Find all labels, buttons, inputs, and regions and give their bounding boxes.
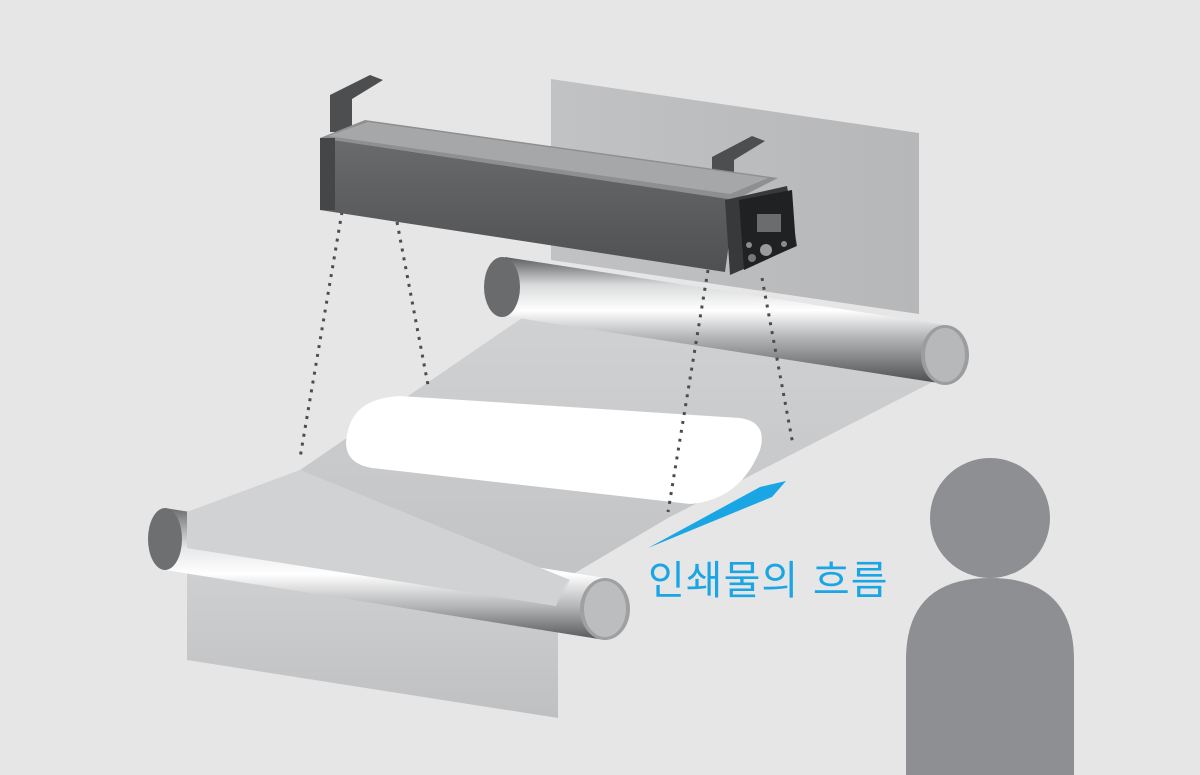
flow-direction-label: 인쇄물의 흐름 xyxy=(648,558,889,604)
scan-area xyxy=(346,396,762,504)
scanner-unit xyxy=(320,75,797,275)
operator-icon xyxy=(906,458,1074,775)
flow-arrow xyxy=(648,481,786,548)
scan-lines xyxy=(298,211,795,513)
back-roller xyxy=(484,257,969,385)
